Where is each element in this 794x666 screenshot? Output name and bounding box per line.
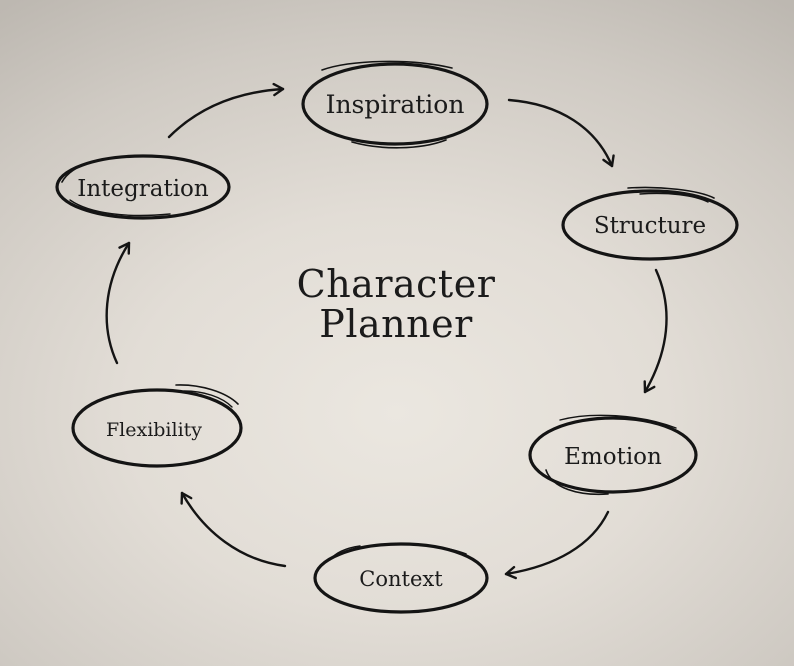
node-emotion: Emotion	[528, 414, 698, 496]
node-ring-sketch	[639, 192, 709, 203]
node-ring-sketch	[321, 60, 453, 71]
node-ring	[71, 388, 243, 468]
title-line-1: Character	[297, 262, 496, 306]
node-ring-sketch	[175, 384, 239, 405]
arrow-emotion-to-context	[504, 510, 610, 580]
node-ring-sketch	[183, 390, 233, 408]
node-context: Context	[313, 542, 489, 614]
node-ring-sketch	[351, 139, 447, 149]
node-label-integration: Integration	[77, 176, 209, 202]
arrow-inspiration-to-structure	[507, 98, 615, 168]
node-ring-sketch	[627, 186, 715, 199]
node-inspiration: Inspiration	[301, 60, 489, 149]
cycle-arrows	[105, 82, 668, 580]
arrow-integration-to-inspiration	[167, 82, 285, 139]
arrow-structure-to-emotion	[643, 268, 668, 394]
node-ring	[301, 62, 489, 146]
node-label-context: Context	[359, 567, 443, 591]
node-ring	[561, 189, 739, 261]
node-label-emotion: Emotion	[564, 444, 662, 470]
node-label-structure: Structure	[594, 213, 706, 239]
node-label-flexibility: Flexibility	[106, 419, 202, 441]
node-flexibility: Flexibility	[71, 384, 243, 468]
node-ring	[55, 154, 231, 220]
node-integration: Integration	[55, 154, 231, 220]
title-line-2: Planner	[319, 302, 473, 346]
node-structure: Structure	[561, 186, 739, 261]
arrow-flexibility-to-integration	[105, 241, 131, 365]
node-ring	[528, 416, 698, 494]
node-ring-sketch	[559, 414, 677, 429]
node-ring-sketch	[377, 543, 467, 555]
node-ring-sketch	[61, 155, 143, 183]
arrow-context-to-flexibility	[180, 491, 287, 568]
node-ring-sketch	[329, 545, 361, 561]
node-ring-sketch	[69, 199, 171, 217]
node-ring-sketch	[545, 469, 609, 496]
diagram-title: Character Planner	[297, 262, 496, 346]
node-label-inspiration: Inspiration	[326, 90, 465, 119]
